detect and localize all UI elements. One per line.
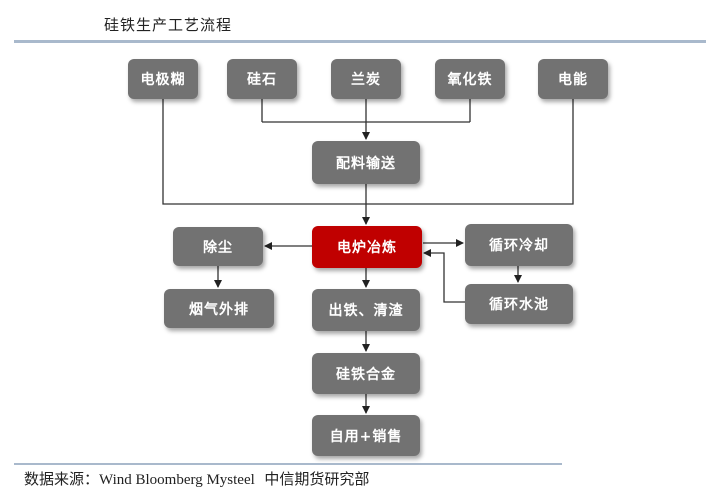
source-names: Wind Bloomberg Mysteel [99,472,255,488]
node-iron-oxide: 氧化铁 [435,59,505,99]
node-flue-gas: 烟气外排 [164,289,274,328]
top-divider [14,40,706,43]
source-label: 数据来源： [24,470,100,488]
connector-electricity [366,99,574,205]
node-dust-removal: 除尘 [173,227,263,266]
node-batching: 配料输送 [312,141,420,184]
node-water-pool: 循环水池 [465,284,573,324]
node-tapping: 出铁、清渣 [312,289,420,331]
node-alloy: 硅铁合金 [312,353,420,394]
node-electricity: 电能 [538,59,608,99]
page-title: 硅铁生产工艺流程 [104,16,233,34]
bottom-divider [14,463,562,465]
source-org: 中信期货研究部 [264,470,370,488]
node-cooling: 循环冷却 [465,224,573,266]
node-smelting: 电炉冶炼 [312,226,422,268]
arrow-water-pool-return [423,249,465,303]
node-coke: 兰炭 [331,59,401,99]
node-electrode-paste: 电极糊 [128,59,198,99]
node-sales: 自用+销售 [312,415,420,456]
source-note: 数据来源：Wind Bloomberg Mysteel 中信期货研究部 [24,468,369,489]
node-silica: 硅石 [227,59,297,99]
connector-electrode-paste [162,99,366,205]
